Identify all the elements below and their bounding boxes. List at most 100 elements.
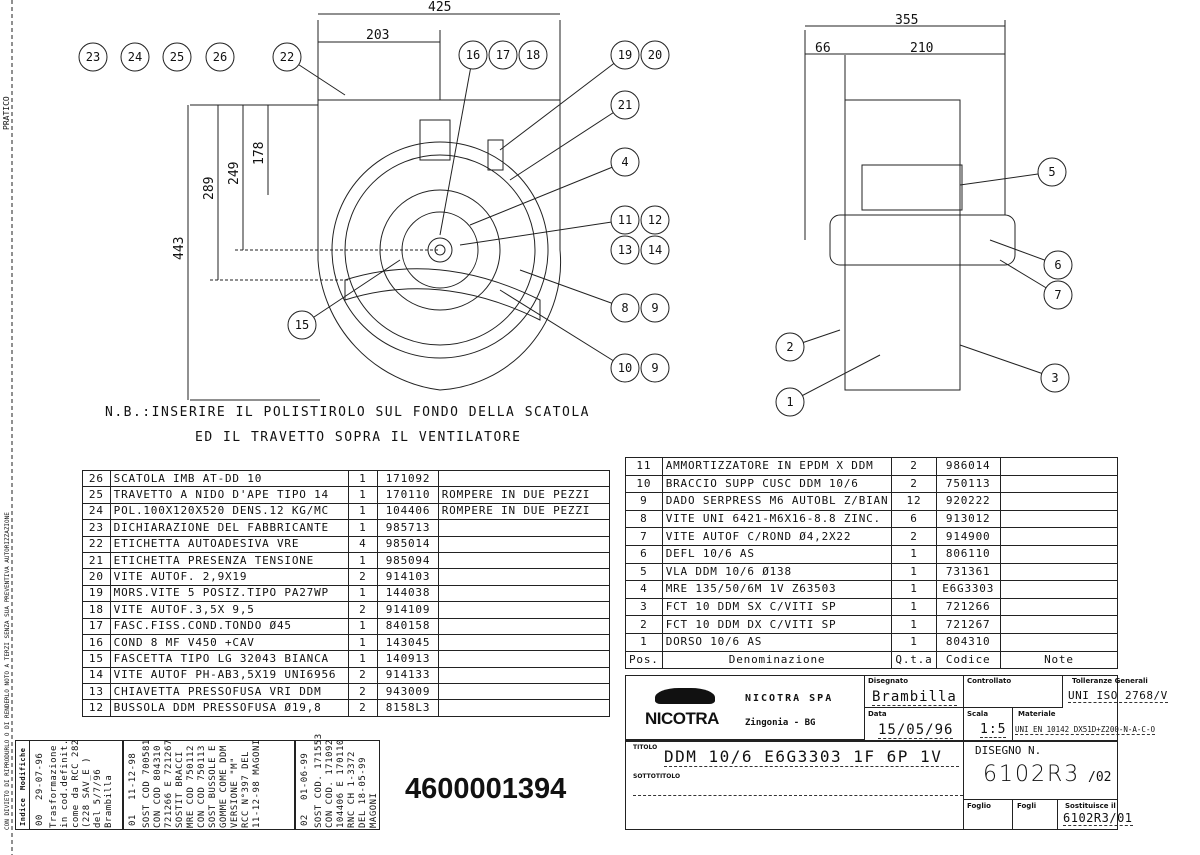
code-cell: 144038: [377, 584, 439, 603]
margin-text: PRATICO: [2, 96, 11, 130]
note-cell: [999, 562, 1119, 582]
pos-cell: 11: [625, 457, 663, 476]
balloon-label: 25: [170, 50, 184, 64]
date-value: 15/05/96: [878, 722, 954, 739]
pos-cell: 8: [625, 509, 663, 529]
revision-text: Trasformazione in cod.definit. come da R…: [49, 739, 114, 828]
code-cell: 913012: [935, 509, 1001, 529]
description-cell: SCATOLA IMB AT-DD 10: [109, 469, 349, 488]
header-cell: Denominazione: [661, 650, 893, 670]
material-value: UNI EN 10142 DX51D+Z200-N-A-C-O: [1015, 725, 1155, 735]
balloon-label: 4: [621, 155, 628, 169]
balloon-label: 8: [621, 301, 628, 315]
balloon: [775, 387, 805, 417]
qty-cell: 4: [347, 535, 379, 553]
company-name: NICOTRA SPA: [745, 693, 834, 704]
pos-cell: 13: [82, 683, 111, 701]
scale-label: Scala: [967, 710, 989, 718]
balloon-label: 12: [648, 213, 662, 227]
code-cell: 914109: [377, 601, 439, 619]
balloon: [610, 40, 640, 70]
description-cell: FCT 10 DDM DX C/VITI SP: [661, 615, 893, 634]
balloon-label: 14: [648, 243, 662, 257]
drawing-number: 6102R3: [983, 762, 1081, 787]
qty-cell: 6: [891, 509, 937, 529]
balloon-label: 11: [618, 213, 632, 227]
revision-index: 02: [300, 814, 310, 826]
logo-text: NICOTRA: [645, 709, 719, 728]
note-cell: [437, 617, 611, 635]
date-label: Data: [868, 710, 887, 718]
qty-cell: 1: [891, 615, 937, 634]
pos-cell: 7: [625, 527, 663, 546]
code-cell: 140913: [377, 650, 439, 668]
leader-line: [499, 54, 626, 151]
dim-355: 355: [895, 13, 918, 28]
description-cell: DICHIARAZIONE DEL FABBRICANTE: [109, 519, 349, 537]
qty-cell: 2: [347, 683, 379, 701]
code-cell: 985014: [377, 535, 439, 553]
pos-cell: 19: [82, 584, 111, 603]
scale-value: 1:5: [980, 722, 1007, 738]
header-cell: Codice: [935, 650, 1001, 670]
note-line-2: ED IL TRAVETTO SOPRA IL VENTILATORE: [195, 430, 521, 445]
checked-label: Controllato: [967, 677, 1012, 685]
drawing-title: DDM 10/6 E6G3303 1F 6P 1V: [664, 747, 959, 767]
tolerance-label: Tolleranze Generali: [1072, 677, 1148, 685]
dim-66: 66: [815, 41, 831, 56]
balloon-label: 5: [1048, 165, 1055, 179]
code-cell: 920222: [935, 492, 1001, 511]
pos-cell: 4: [625, 580, 663, 599]
note-cell: [999, 615, 1119, 634]
leader-line: [959, 344, 1056, 379]
description-cell: DADO SERPRESS M6 AUTOBL Z/BIAN: [661, 492, 893, 511]
balloon-label: 24: [128, 50, 142, 64]
qty-cell: 1: [347, 469, 379, 488]
qty-cell: 1: [347, 584, 379, 603]
qty-cell: 1: [347, 617, 379, 635]
balloon-label: 10: [618, 361, 632, 375]
balloon: [488, 40, 518, 70]
qty-cell: 1: [891, 580, 937, 599]
qty-cell: 1: [347, 486, 379, 504]
side-view: [804, 20, 1016, 391]
code-cell: 750113: [935, 474, 1001, 494]
note-cell: [437, 469, 611, 488]
description-cell: DORSO 10/6 AS: [661, 632, 893, 652]
note-cell: ROMPERE IN DUE PEZZI: [437, 502, 611, 521]
code-cell: 840158: [377, 617, 439, 635]
pos-cell: 6: [625, 544, 663, 564]
note-cell: [437, 650, 611, 668]
leader-line: [959, 171, 1053, 186]
material-label: Materiale: [1018, 710, 1056, 718]
leader-line: [509, 104, 626, 181]
description-cell: VLA DDM 10/6 Ø138: [661, 562, 893, 582]
note-cell: [999, 544, 1119, 564]
balloon: [120, 42, 150, 72]
balloon-label: 9: [651, 301, 658, 315]
balloon-label: 7: [1054, 288, 1061, 302]
note-line-1: N.B.:INSERIRE IL POLISTIROLO SUL FONDO D…: [105, 405, 590, 420]
description-cell: CHIAVETTA PRESSOFUSA VRI DDM: [109, 683, 349, 701]
code-cell: 804310: [935, 632, 1001, 652]
sheets-label: Fogli: [1017, 802, 1037, 810]
balloon: [610, 293, 640, 323]
pos-cell: 2: [625, 615, 663, 634]
balloon-label: 9: [651, 361, 658, 375]
balloon: [1037, 157, 1067, 187]
qty-cell: 1: [891, 544, 937, 564]
code-cell: 986014: [935, 457, 1001, 476]
pos-cell: 20: [82, 568, 111, 586]
description-cell: MRE 135/50/6M 1V Z63503: [661, 580, 893, 599]
qty-cell: 2: [891, 457, 937, 476]
note-cell: [999, 509, 1119, 529]
